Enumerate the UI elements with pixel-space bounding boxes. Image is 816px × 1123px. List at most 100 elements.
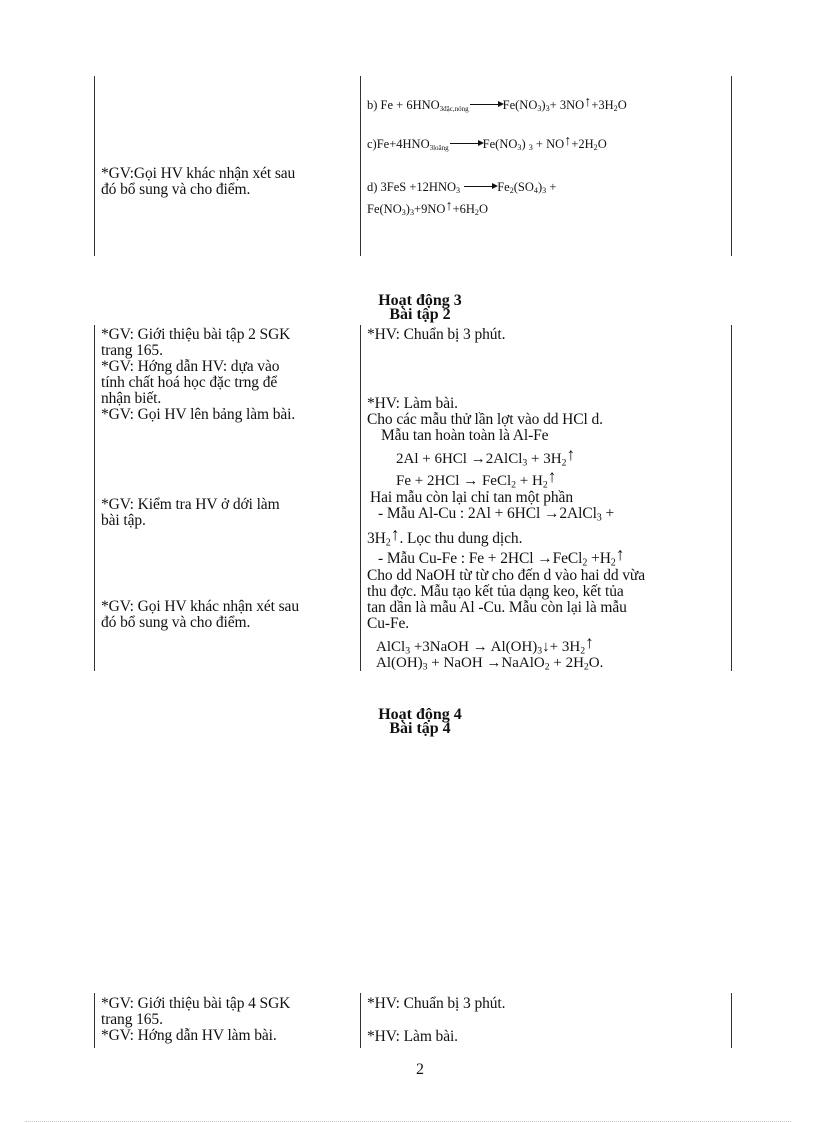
eq-text: O: [617, 98, 627, 112]
eq-text: 2AlCl: [559, 505, 597, 522]
text-line: Cho dd NaOH từ từ cho đến d vào hai dd v…: [367, 567, 645, 584]
gas-up-arrow-icon: ↑: [584, 94, 592, 110]
text-line: *HV: Chuẩn bị 3 phút.: [367, 326, 506, 343]
text-line: *GV: Gọi HV khác nhận xét sau: [101, 598, 299, 615]
text-line: đó bổ sung và cho điểm.: [101, 181, 251, 198]
arrow-icon: →: [486, 655, 502, 671]
table-border-middle: [360, 993, 361, 1048]
precipitate-down-arrow-icon: ↓: [542, 639, 550, 655]
eq-text: +: [546, 180, 557, 194]
eq-text: (SO: [513, 180, 534, 194]
gas-up-arrow-icon: ↑: [390, 524, 400, 544]
text-line: *GV: Giới thiệu bài tập 2 SGK: [101, 326, 291, 343]
eq-text: 2Al + 6HCl: [396, 451, 471, 467]
eq-text: Fe + 2HCl: [396, 473, 464, 489]
text-line: *HV: Làm bài.: [367, 395, 458, 412]
eq-sub: 2: [580, 645, 586, 657]
gas-up-arrow-icon: ↑: [564, 133, 572, 149]
eq-sub: 3: [537, 104, 542, 114]
teacher-column: *GV: Giới thiệu bài tập 2 SGK trang 165.…: [101, 327, 295, 423]
student-column-work: *HV: Làm bài. Cho các mẫu thử lần lợt và…: [367, 396, 603, 444]
eq-text: ): [541, 98, 546, 112]
text-line: *GV:Gọi HV khác nhận xét sau: [101, 165, 296, 182]
arrow-icon: →: [463, 473, 479, 489]
eq-sub: 2: [582, 557, 588, 569]
arrow-icon: →: [472, 639, 488, 655]
text-line: *HV: Làm bài.: [367, 1028, 458, 1045]
reaction-arrow-icon: [469, 101, 504, 107]
section-title: Hoạt động 3: [378, 292, 462, 309]
eq-sub: 3: [537, 645, 543, 657]
eq-text: +3H: [591, 98, 614, 112]
student-column: *HV: Chuẩn bị 3 phút.: [367, 996, 506, 1012]
eq-text: Fe: [497, 180, 510, 194]
table-border-right: [731, 993, 732, 1048]
text-line: trang 165.: [101, 1011, 163, 1028]
eq-sub: 4: [533, 186, 538, 196]
eq-text: NaAlO: [501, 655, 545, 671]
text-line: đó bổ sung và cho điểm.: [101, 614, 251, 631]
eq-text: + H: [516, 473, 543, 489]
eq-sub: 2: [511, 479, 517, 491]
equation-fe-hcl: Fe + 2HCl → FeCl2 + H2↑: [396, 468, 556, 491]
section-heading-3: Hoạt động 3 Bài tập 2: [0, 292, 816, 323]
eq-text: Al(OH): [376, 655, 423, 671]
eq-text: + NaOH: [427, 655, 487, 671]
text-line: tính chất hoá học đặc trng để: [101, 374, 278, 391]
eq-sub: 2: [385, 537, 391, 549]
text-line: *GV: Giới thiệu bài tập 4 SGK: [101, 995, 291, 1012]
table-border-right: [731, 76, 732, 256]
eq-sub: 2: [561, 457, 567, 469]
eq-text: O: [478, 202, 488, 216]
eq-text: Fe(NO: [482, 137, 518, 151]
section-subtitle: Bài tập 4: [389, 720, 451, 737]
table-border-left: [94, 76, 95, 256]
eq-text: d) 3FeS +12HNO: [367, 180, 456, 194]
eq-text: 2AlCl: [485, 451, 523, 467]
section-title: Hoạt động 4: [378, 706, 462, 723]
section-heading-4: Hoạt động 4 Bài tập 4: [0, 706, 816, 737]
reaction-arrow-icon: [464, 183, 499, 189]
eq-text: Fe(NO: [367, 202, 402, 216]
eq-text: - Mẫu Cu-Fe : Fe + 2HCl: [378, 550, 538, 567]
arrow-icon: →: [470, 451, 486, 467]
eq-text: + 3H: [527, 451, 562, 467]
eq-text: b) Fe + 6HNO: [367, 98, 440, 112]
eq-text: +H: [587, 550, 611, 567]
text-line: Cho các mẫu thử lần lợt vào dd HCl d.: [367, 411, 603, 428]
eq-text: O: [597, 137, 607, 151]
eq-text: Al(OH): [487, 639, 538, 655]
teacher-column-review: *GV: Gọi HV khác nhận xét sau đó bổ sung…: [101, 599, 299, 631]
table-border-left: [94, 993, 95, 1048]
eq-line: d) 3FeS +12HNO3 Fe2(SO4)3 +: [367, 180, 557, 196]
student-text-cufe: - Mẫu Cu-Fe : Fe + 2HCl →FeCl2 +H2↑: [378, 545, 625, 569]
eq-sub: 3: [409, 208, 415, 218]
eq-text: +: [601, 505, 615, 522]
gas-up-arrow-icon: ↑: [615, 544, 625, 564]
eq-text: Fe(NO: [502, 98, 538, 112]
eq-sub: 3: [522, 457, 528, 469]
eq-text: + NO: [535, 137, 565, 151]
student-column: *HV: Chuẩn bị 3 phút.: [367, 326, 506, 343]
gas-up-arrow-icon: ↑: [445, 198, 453, 214]
equation-al-hcl: 2Al + 6HCl →2AlCl3 + 3H2↑: [396, 446, 575, 469]
gas-up-arrow-icon: ↑: [585, 633, 594, 652]
teacher-column-check: *GV: Kiểm tra HV ở dới làm bài tập.: [101, 497, 280, 529]
page-number: 2: [416, 1061, 424, 1078]
equation-alcl3-naoh: AlCl3 +3NaOH → Al(OH)3↓+ 3H2↑: [376, 634, 594, 657]
reaction-arrow-icon: [449, 140, 484, 146]
student-text-filter: 3H2↑. Lọc thu dung dịch.: [367, 525, 522, 549]
table-border-middle: [360, 76, 361, 256]
eq-text: +3NaOH: [410, 639, 473, 655]
table-border-right: [731, 325, 732, 671]
text-line: *GV: Hớng dẫn HV làm bài.: [101, 1027, 277, 1044]
eq-sub: 2: [610, 557, 616, 569]
eq-text: c)Fe+4HNO: [367, 137, 430, 151]
student-text-partial: Hai mẫu còn lại chỉ tan một phần - Mẫu A…: [370, 490, 615, 524]
eq-sub: 2: [509, 186, 514, 196]
eq-sub: 3: [401, 208, 406, 218]
equation-aloh3-naoh: Al(OH)3 + NaOH →NaAlO2 + 2H2O.: [376, 655, 603, 673]
eq-sub: 2: [583, 661, 589, 673]
eq-text: ): [521, 137, 529, 151]
arrow-icon: →: [543, 505, 560, 522]
